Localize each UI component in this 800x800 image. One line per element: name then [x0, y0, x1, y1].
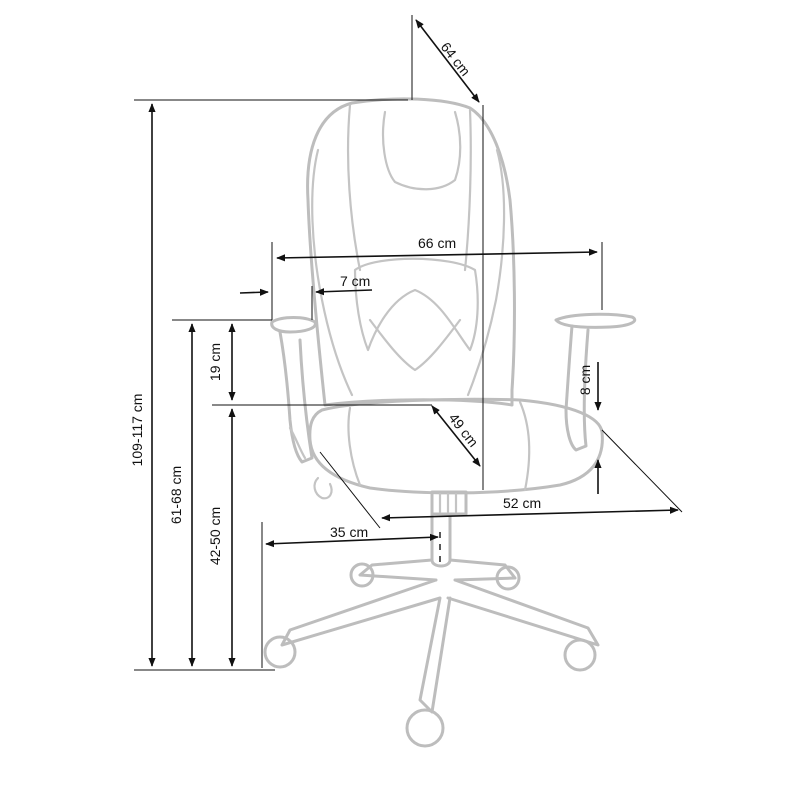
- label-armrest-width: 7 cm: [340, 273, 370, 289]
- caster-back-left: [349, 562, 375, 588]
- caster-wheels: [263, 562, 597, 748]
- seat-cushion: [308, 397, 604, 495]
- lumbar-panel: [353, 257, 479, 352]
- dimension-arrows: [148, 19, 679, 667]
- arrow-depth-diagonal: [415, 19, 480, 103]
- armrest-left-pad: [270, 316, 317, 334]
- label-backrest-to-armrest: 19 cm: [207, 343, 223, 381]
- arrow-base-radius: [265, 533, 439, 548]
- label-armrest-thickness: 8 cm: [577, 365, 593, 395]
- star-base: [280, 558, 600, 714]
- armrest-left-bracket: [288, 426, 307, 460]
- guide-seat-right: [601, 429, 683, 513]
- label-arm-span: 66 cm: [418, 235, 456, 251]
- armrest-left-support: [278, 330, 314, 464]
- backrest-wing-left: [311, 148, 354, 397]
- caster-front: [405, 708, 445, 748]
- backrest-stripe-left: [346, 103, 362, 272]
- backrest-outline: [306, 97, 516, 407]
- caster-front-right: [563, 638, 597, 672]
- caster-front-left: [263, 635, 297, 669]
- lumbar-inner: [368, 318, 462, 372]
- caster-back-right: [495, 565, 521, 591]
- label-base-radius: 35 cm: [330, 524, 368, 540]
- label-seat-height: 42-50 cm: [207, 507, 223, 565]
- label-seat-width: 52 cm: [503, 495, 541, 511]
- backrest-stripe-right: [463, 108, 472, 272]
- arrow-armpad-left: [239, 288, 269, 296]
- label-total-height: 109-117 cm: [129, 394, 145, 467]
- armrest-right-support: [564, 324, 590, 452]
- armrest-right-pad: [554, 312, 637, 329]
- label-armrest-height: 61-68 cm: [168, 466, 184, 524]
- seat-stripe-left: [347, 406, 362, 487]
- arrow-seat-depth: [431, 405, 481, 467]
- seat-stripe-right: [518, 400, 531, 492]
- chair-outline: [263, 97, 637, 748]
- arrow-seat-width: [381, 506, 679, 522]
- headrest-panel: [381, 110, 462, 191]
- backrest-wing-right: [466, 148, 506, 397]
- guide-lines: [134, 15, 683, 671]
- guide-seat-front-left: [319, 451, 381, 529]
- seat-lever: [313, 476, 333, 500]
- gas-lift-column: [430, 512, 452, 568]
- arrow-armpad-right: [315, 288, 373, 296]
- arrow-arm-span: [276, 248, 598, 262]
